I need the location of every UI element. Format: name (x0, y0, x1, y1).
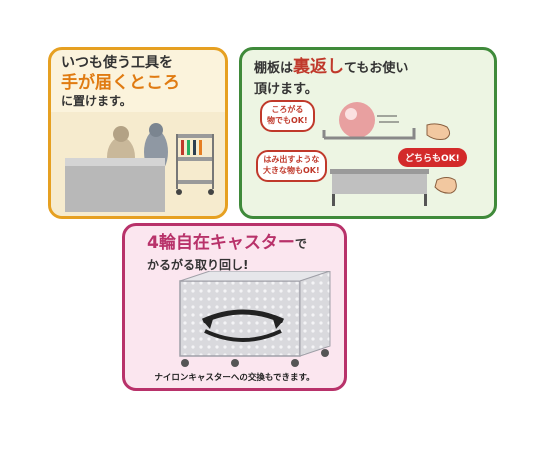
workshop-illustration (51, 112, 225, 216)
tool-line-2: 手が届くところ (61, 72, 180, 93)
caster-cart-illustration (179, 271, 331, 367)
shelf-title-a: 棚板は (254, 61, 294, 76)
rotate-arrow-icon (201, 309, 285, 324)
both-ok-badge: どちらもOK! (398, 148, 467, 167)
bubble2-line1: はみ出すような (263, 155, 320, 164)
shelf-title-c: 頂けます。 (254, 82, 318, 98)
large-item-bubble: はみ出すような 大きな物もOK! (256, 150, 327, 182)
pointing-hand-icon-top (426, 123, 451, 140)
shelf-title-big: 裏返し (293, 57, 345, 77)
bubble2-line2: 大きな物もOK! (263, 165, 320, 175)
shelf-panel-title: 棚板は裏返してもお使い 頂けます。 (254, 57, 408, 99)
caster-title-suffix: で (294, 237, 307, 251)
tool-panel: いつも使う工具を 手が届くところ に置けます。 (48, 47, 228, 219)
caster-panel: 4輪自在キャスターで かるがる取り回し! ナイロンキャスターへの交換もできます。 (122, 223, 347, 391)
tool-panel-title: いつも使う工具を 手が届くところ に置けます。 (61, 55, 180, 109)
rolling-bubble: ころがる 物でもOK! (260, 100, 315, 132)
bubble1-line1: ころがる (271, 105, 304, 114)
tool-line-3: に置けます。 (61, 93, 132, 108)
tool-cart (176, 134, 214, 195)
pointing-hand-icon-bottom (434, 177, 457, 194)
tool-line-1: いつも使う工具を (61, 55, 173, 71)
nylon-caster-note: ナイロンキャスターへの交換もできます。 (154, 373, 315, 383)
shelf-panel: 棚板は裏返してもお使い 頂けます。 ころがる 物でもOK! はみ出すような 大き… (239, 47, 497, 219)
bubble1-line2: 物でもOK! (267, 115, 308, 125)
caster-panel-title: 4輪自在キャスターで かるがる取り回し! (147, 232, 307, 275)
caster-subtitle: かるがる取り回し! (147, 258, 249, 273)
caster-title: 4輪自在キャスター (147, 233, 295, 253)
shelf-title-b: てもお使い (344, 61, 409, 76)
